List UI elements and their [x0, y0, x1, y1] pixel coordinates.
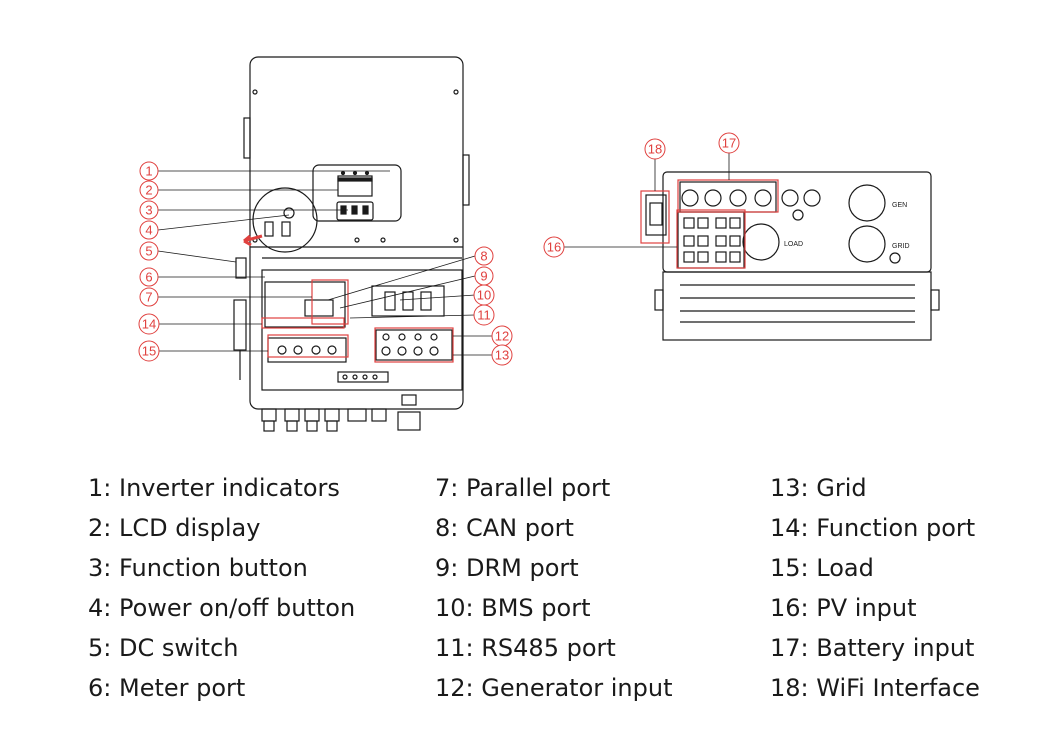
- callout-1: 1: [145, 164, 152, 179]
- legend-item: 5: DC switch: [88, 634, 239, 662]
- wifi-interface: [645, 194, 667, 236]
- legend-item: 14: Function port: [770, 514, 976, 542]
- legend-item: 13: Grid: [770, 474, 867, 502]
- callout-5: 5: [145, 244, 152, 259]
- callout-17: 17: [722, 136, 736, 151]
- legend-item: 9: DRM port: [435, 554, 579, 582]
- legend-item: 18: WiFi Interface: [770, 674, 980, 702]
- legend-item: 2: LCD display: [88, 514, 261, 542]
- callout-numbers: 1 2 3 4 5 6 7 8 9 10 11 14 15 12 13 16 1…: [142, 136, 736, 363]
- callout-9: 9: [480, 269, 487, 284]
- red-arrow: [243, 234, 263, 247]
- legend-item: 3: Function button: [88, 554, 308, 582]
- callout-14: 14: [142, 317, 156, 332]
- lcd-bezel: [312, 164, 402, 222]
- legend-item: 12: Generator input: [435, 674, 673, 702]
- callout-11: 11: [477, 308, 491, 323]
- legend-item: 15: Load: [770, 554, 874, 582]
- callout-18: 18: [648, 142, 662, 157]
- side-label-load: LOAD: [784, 241, 803, 248]
- leader-lines: [157, 170, 492, 356]
- callout-15: 15: [142, 344, 156, 359]
- legend: 1: Inverter indicators 2: LCD display 3:…: [0, 468, 1060, 738]
- legend-item: 6: Meter port: [88, 674, 246, 702]
- legend-item: 4: Power on/off button: [88, 594, 356, 622]
- highlight-boxes: [261, 279, 454, 363]
- load-port: [742, 223, 780, 261]
- callout-8: 8: [480, 249, 487, 264]
- side-body: [662, 171, 932, 273]
- lcd-display: [337, 175, 373, 197]
- side-label-grid: GRID: [892, 243, 910, 250]
- side-label-gen: GEN: [892, 202, 907, 209]
- legend-item: 7: Parallel port: [435, 474, 611, 502]
- callout-6: 6: [145, 270, 152, 285]
- dc-switch-panel: [252, 187, 318, 253]
- gen-port: [848, 184, 886, 222]
- callout-circles: [138, 132, 740, 366]
- callout-2: 2: [145, 183, 152, 198]
- legend-item: 1: Inverter indicators: [88, 474, 340, 502]
- legend-item: 16: PV input: [770, 594, 917, 622]
- callout-4: 4: [145, 223, 152, 238]
- legend-column-3: 13: Grid 14: Function port 15: Load 16: …: [770, 468, 980, 708]
- legend-column-1: 1: Inverter indicators 2: LCD display 3:…: [88, 468, 355, 708]
- callout-16: 16: [547, 240, 561, 255]
- legend-item: 10: BMS port: [435, 594, 591, 622]
- side-leader-lines: [564, 152, 730, 248]
- grid-port: [848, 225, 886, 263]
- callout-12: 12: [495, 329, 509, 344]
- side-highlight-boxes: [640, 179, 779, 269]
- callout-3: 3: [145, 203, 152, 218]
- legend-column-2: 7: Parallel port 8: CAN port 9: DRM port…: [435, 468, 673, 708]
- callout-7: 7: [145, 290, 152, 305]
- legend-item: 8: CAN port: [435, 514, 574, 542]
- callout-13: 13: [495, 348, 509, 363]
- front-view: [233, 56, 470, 432]
- side-view: [645, 171, 940, 341]
- legend-item: 17: Battery input: [770, 634, 975, 662]
- legend-item: 11: RS485 port: [435, 634, 616, 662]
- callout-10: 10: [477, 288, 491, 303]
- inverter-diagram: LOAD GEN GRID 1 2 3 4 5: [138, 56, 940, 432]
